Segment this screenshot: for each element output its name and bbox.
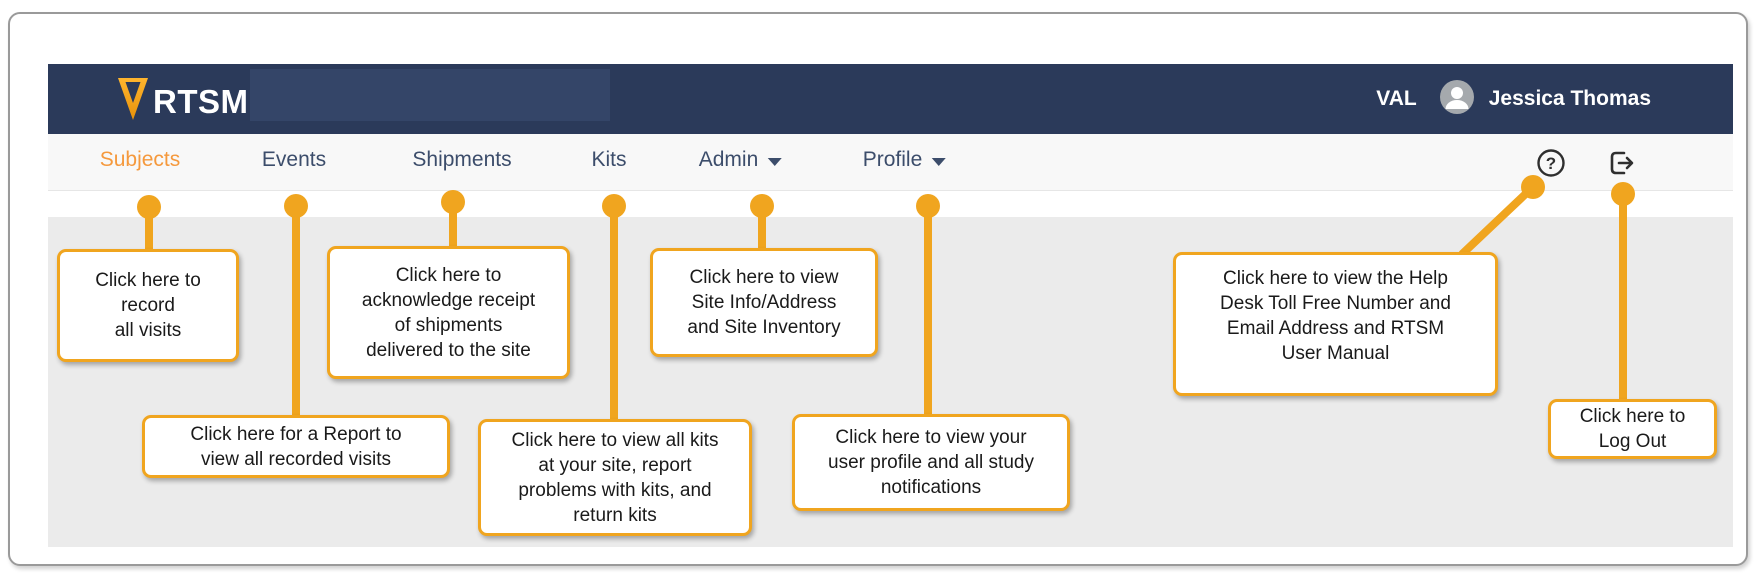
connector-line-profile (924, 204, 932, 417)
v-logo-icon (118, 78, 148, 125)
callout-events: Click here for a Report to view all reco… (142, 415, 450, 478)
environment-badge: VAL (1376, 87, 1417, 110)
callout-shipments: Click here to acknowledge receipt of shi… (327, 246, 570, 379)
main-navbar: Subjects Events Shipments Kits Admin Pro… (48, 134, 1733, 256)
tab-subjects[interactable]: Subjects (100, 148, 181, 172)
connector-dot-subjects (137, 195, 161, 219)
callout-logout-text: Click here to Log Out (1579, 406, 1686, 452)
callout-events-text: Click here for a Report to view all reco… (190, 423, 402, 470)
svg-text:?: ? (1546, 154, 1556, 173)
connector-line-admin (758, 204, 766, 251)
user-avatar[interactable] (1439, 79, 1475, 120)
connector-dot-events (284, 194, 308, 218)
connector-dot-admin (750, 194, 774, 218)
callout-help-text: Click here to view the Help Desk Toll Fr… (1220, 268, 1451, 364)
chevron-down-icon (767, 157, 782, 166)
connector-dot-profile (916, 194, 940, 218)
tab-shipments-label: Shipments (412, 148, 512, 171)
connector-dot-help (1521, 175, 1545, 199)
header-highlight-panel (250, 69, 610, 121)
callout-kits-text: Click here to view all kits at your site… (511, 429, 719, 526)
tab-admin-label: Admin (698, 148, 759, 171)
connector-dot-shipments (441, 190, 465, 214)
callout-subjects-text: Click here to record all visits (95, 270, 201, 341)
user-name[interactable]: Jessica Thomas (1488, 87, 1651, 110)
callout-help: Click here to view the Help Desk Toll Fr… (1173, 252, 1498, 396)
tab-kits-label: Kits (591, 148, 627, 171)
callout-admin-text: Click here to view Site Info/Address and… (687, 267, 841, 338)
logo-text: RTSM (153, 82, 249, 120)
tab-profile-label: Profile (862, 148, 923, 171)
logout-icon[interactable] (1606, 147, 1638, 179)
chevron-down-icon (931, 157, 946, 166)
connector-dot-kits (602, 194, 626, 218)
tab-shipments[interactable]: Shipments (412, 148, 511, 172)
connector-line-kits (610, 204, 618, 422)
callout-profile-text: Click here to view your user profile and… (828, 427, 1034, 498)
tab-events[interactable]: Events (262, 148, 326, 172)
connector-line-events (292, 204, 300, 418)
connector-line-logout (1619, 192, 1627, 402)
app-header: RTSM VAL Jessica Thomas (48, 64, 1733, 134)
callout-profile: Click here to view your user profile and… (792, 414, 1070, 511)
tab-events-label: Events (261, 148, 327, 171)
tab-admin[interactable]: Admin (699, 148, 782, 172)
callout-admin: Click here to view Site Info/Address and… (650, 248, 878, 357)
help-icon[interactable]: ? (1535, 147, 1567, 179)
tab-kits[interactable]: Kits (591, 148, 626, 172)
header-right-group: VAL Jessica Thomas (1376, 64, 1651, 134)
app-logo: RTSM (118, 78, 249, 125)
connector-dot-logout (1611, 182, 1635, 206)
callout-kits: Click here to view all kits at your site… (478, 419, 752, 536)
connector-line-shipments (449, 200, 457, 250)
window-frame: RTSM VAL Jessica Thomas Subjects (8, 12, 1748, 566)
connector-line-subjects (145, 204, 153, 252)
tab-subjects-label: Subjects (99, 148, 181, 171)
callout-shipments-text: Click here to acknowledge receipt of shi… (361, 264, 536, 361)
callout-subjects: Click here to record all visits (57, 249, 239, 362)
callout-logout: Click here to Log Out (1548, 399, 1717, 459)
tab-profile[interactable]: Profile (863, 148, 946, 172)
